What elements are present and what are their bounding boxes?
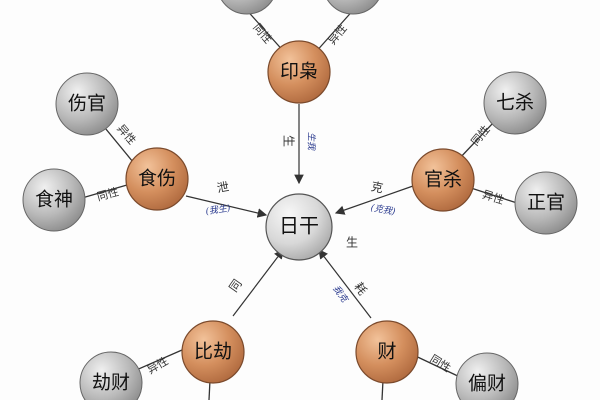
jiecai-node — [79, 351, 143, 400]
center-node — [265, 193, 333, 261]
cai-label: 财 — [377, 341, 396, 363]
bijie-label: 比劫 — [194, 341, 232, 363]
yinxiao-left-relation: 同性 — [250, 20, 275, 46]
cai-top-relation: 同性 — [427, 351, 453, 375]
yinxiao-right-relation: 异性 — [325, 21, 350, 47]
guansha-arrow-note: (克我) — [370, 202, 397, 217]
guansha-arrow-label: 克 — [370, 179, 385, 195]
bijie-node — [181, 320, 245, 384]
shishang-arrow — [185, 195, 268, 218]
bijie-arrow-label: 同 — [226, 277, 244, 295]
piancai-label: 偏财 — [468, 373, 506, 395]
shishang-arrow-label: 泄 — [216, 180, 230, 196]
yinxiao-arrow-label: 生 — [282, 135, 296, 147]
guansha-label: 官杀 — [424, 169, 462, 191]
guansha-bottom-relation: 异性 — [481, 187, 506, 207]
top-right-partial-node — [327, 0, 379, 15]
yinxiao-right-line — [313, 6, 357, 55]
piancai-node — [455, 352, 519, 400]
yinxiao-arrow-note: 生我 — [306, 132, 317, 151]
shishang-label: 食伤 — [138, 168, 176, 190]
cai-node — [355, 320, 419, 384]
qisha-node — [483, 71, 547, 135]
yinxiao-label: 印枭 — [280, 61, 318, 83]
bijie-arrow — [232, 249, 284, 317]
shishang-arrow-note: (我生) — [205, 203, 232, 217]
zhengguan-label: 正官 — [527, 192, 565, 214]
qisha-label: 七杀 — [496, 92, 534, 114]
shishen-node — [22, 168, 86, 232]
shishang-bottom-relation: 同性 — [95, 184, 120, 203]
shishen-label: 食神 — [35, 189, 73, 211]
guansha-top-relation: 同性 — [468, 122, 493, 148]
shanguan-node — [55, 72, 119, 136]
zhengguan-node — [514, 171, 578, 235]
top-left-partial-node — [221, 0, 273, 15]
yinxiao-node — [267, 40, 331, 104]
yinxiao-left-line — [243, 6, 287, 55]
guansha-arrow — [334, 185, 414, 215]
extra-center-label: 生 — [346, 236, 358, 250]
center-label: 日干 — [279, 214, 319, 238]
guansha-node — [411, 148, 475, 212]
cai-arrow — [318, 249, 372, 319]
shanguan-label: 伤官 — [68, 93, 106, 115]
guansha-bottom-line — [470, 187, 518, 204]
shishang-node — [125, 147, 189, 211]
jiecai-label: 劫财 — [92, 372, 130, 394]
